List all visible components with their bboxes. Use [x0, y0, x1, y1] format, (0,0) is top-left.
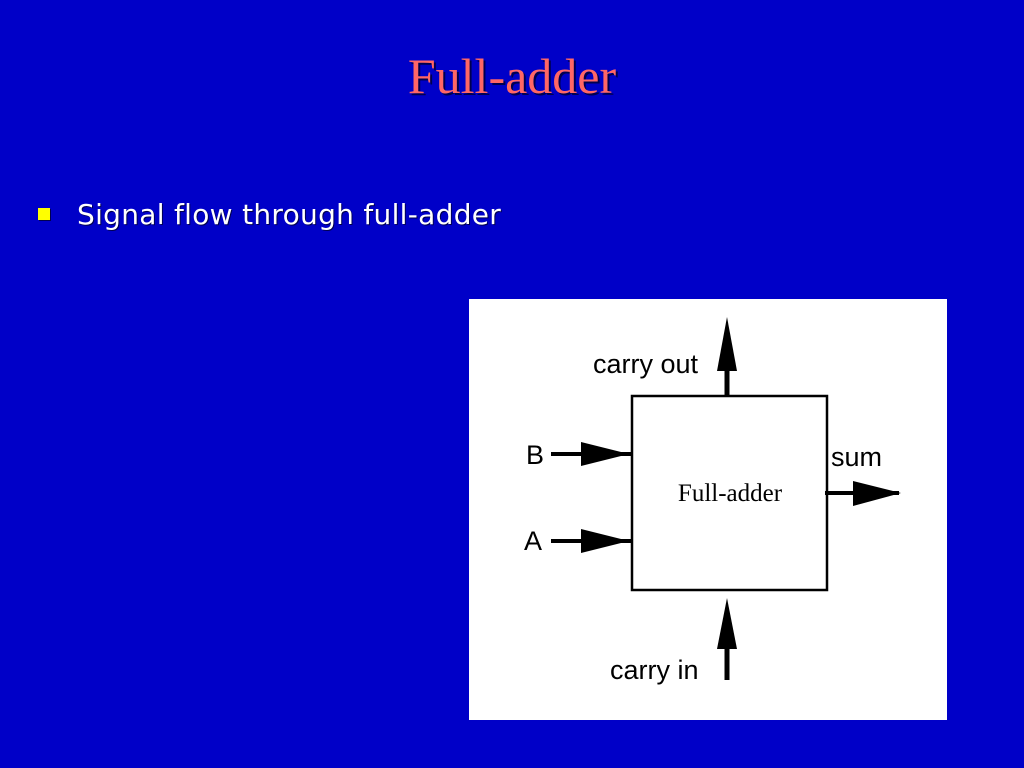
bullet-square-icon — [38, 208, 50, 220]
bullet-text: Signal flow through full-adder — [77, 197, 502, 231]
sum-output-arrow-icon — [825, 481, 901, 506]
carry-in-arrow-icon — [717, 598, 737, 680]
a-input-arrow-icon — [551, 529, 632, 553]
a-input-label: A — [524, 526, 542, 556]
full-adder-block-label: Full-adder — [678, 480, 783, 507]
full-adder-diagram-svg: Full-adder carry out B A sum c — [524, 317, 901, 685]
sum-output-label: sum — [831, 442, 882, 472]
full-adder-diagram: Full-adder carry out B A sum c — [469, 299, 947, 720]
carry-out-arrow-icon — [717, 317, 737, 396]
slide-title: Full-adder — [407, 48, 617, 104]
carry-in-label: carry in — [610, 655, 699, 685]
carry-out-label: carry out — [593, 349, 699, 379]
b-input-arrow-icon — [551, 442, 632, 466]
full-adder-block — [630, 394, 829, 592]
b-input-label: B — [526, 440, 544, 470]
bullet-item: Signal flow through full-adder — [38, 192, 501, 236]
